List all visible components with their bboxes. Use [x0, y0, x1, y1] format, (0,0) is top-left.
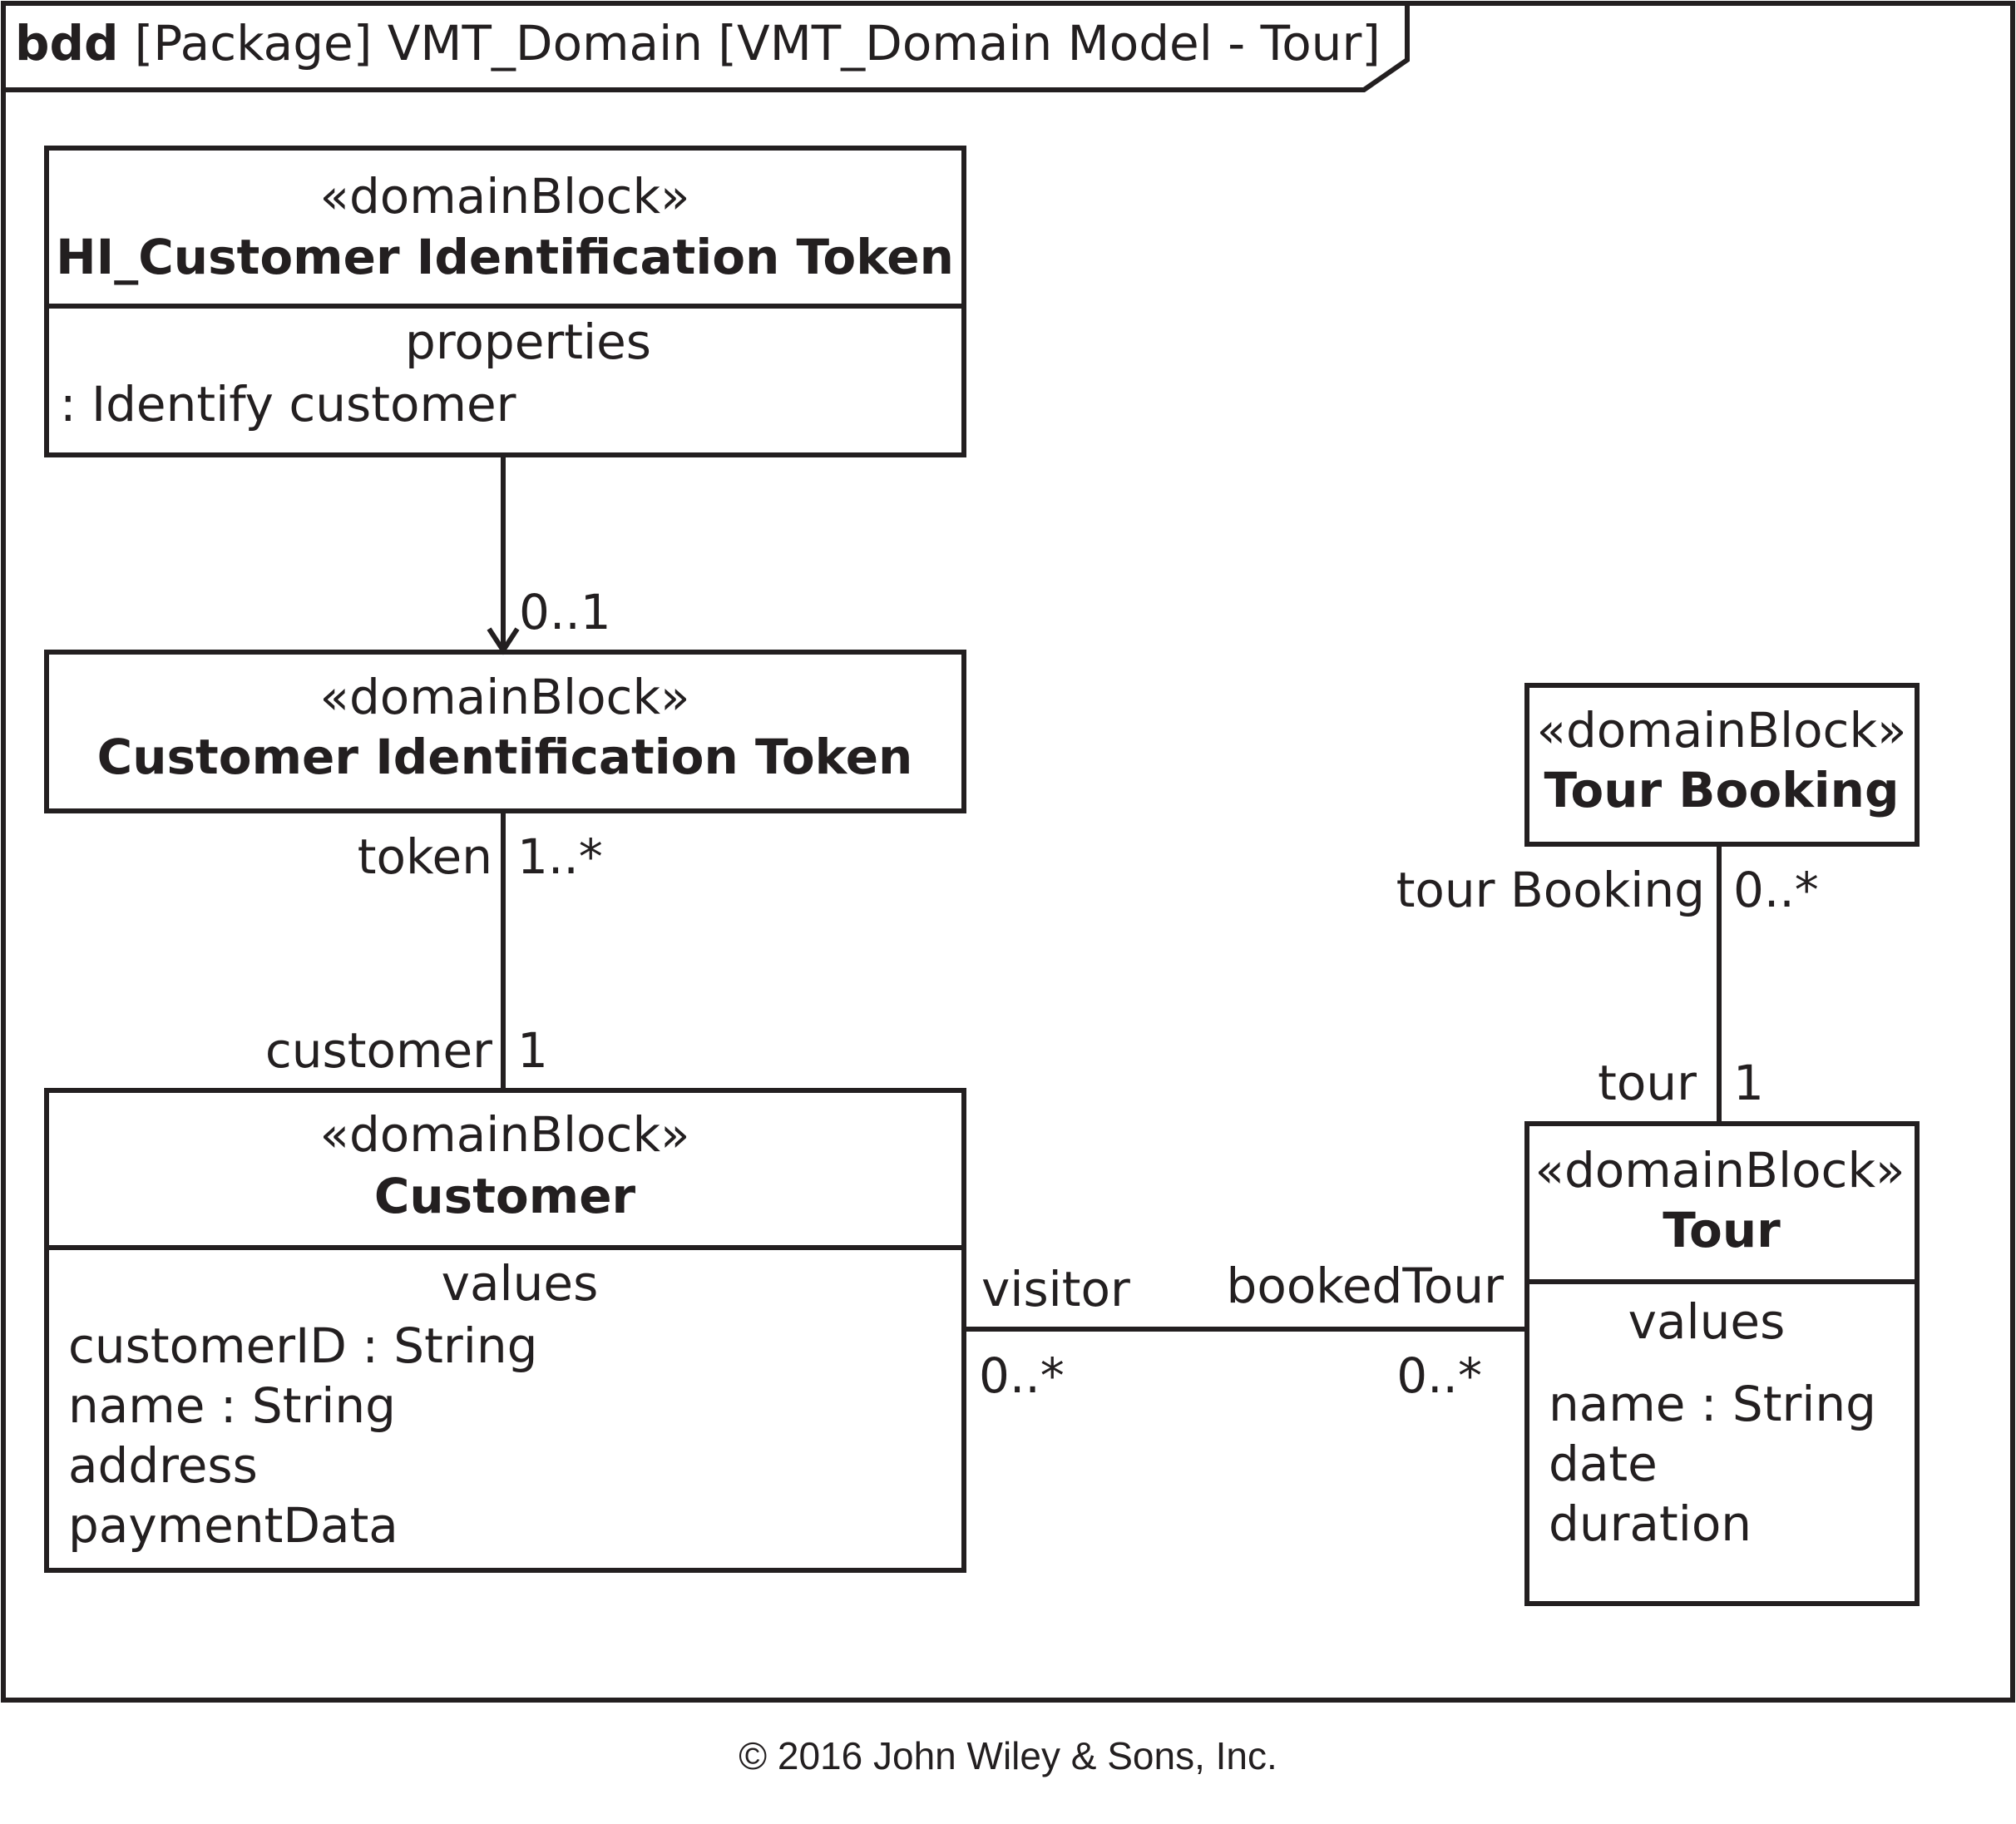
block-hi-customer-identification-token[interactable]: «domainBlock» HI_Customer Identification…: [44, 146, 966, 457]
customer-compartment-title: values: [442, 1255, 599, 1312]
token-name: Customer Identification Token: [97, 729, 913, 785]
hi-token-name: HI_Customer Identification Token: [56, 229, 954, 285]
association-hi-token-to-token[interactable]: 0..1: [487, 455, 611, 655]
customer-value: address: [68, 1437, 258, 1494]
copyright-notice: © 2016 John Wiley & Sons, Inc.: [739, 1734, 1277, 1777]
role-label: customer: [265, 1022, 492, 1079]
tour-booking-box: [1524, 683, 1920, 847]
association-customer-tour[interactable]: visitor 0..* bookedTour 0..*: [964, 1258, 1527, 1404]
multiplicity-label: 0..*: [1733, 862, 1819, 918]
customer-name: Customer: [374, 1168, 636, 1224]
hi-token-box: [44, 146, 966, 457]
role-label: visitor: [981, 1261, 1130, 1317]
block-tour-booking[interactable]: «domainBlock» Tour Booking: [1524, 683, 1920, 847]
multiplicity-label: 1: [1733, 1055, 1764, 1111]
block-customer[interactable]: «domainBlock» Customer values customerID…: [44, 1088, 966, 1573]
multiplicity-label: 0..*: [1396, 1347, 1482, 1404]
frame-title: [Package] VMT_Domain [VMT_Domain Model -…: [135, 15, 1381, 72]
tour-compartment-title: values: [1628, 1293, 1786, 1350]
tour-booking-stereotype: «domainBlock»: [1536, 702, 1906, 759]
multiplicity-label: 1..*: [517, 828, 603, 885]
customer-value: name : String: [68, 1377, 396, 1434]
role-label: tour Booking: [1396, 862, 1705, 918]
frame-title-tab: [3, 3, 1410, 92]
arrowhead-icon: [487, 627, 520, 655]
tour-name: Tour: [1663, 1202, 1781, 1258]
customer-value: paymentData: [68, 1497, 398, 1554]
customer-box: [44, 1088, 966, 1573]
block-customer-identification-token[interactable]: «domainBlock» Customer Identification To…: [44, 650, 966, 813]
token-box: [44, 650, 966, 813]
hi-token-compartment-title: properties: [405, 314, 651, 370]
customer-stereotype: «domainBlock»: [319, 1106, 689, 1163]
association-token-customer[interactable]: token 1..* customer 1: [265, 811, 603, 1090]
tour-box: [1524, 1121, 1920, 1606]
role-label: bookedTour: [1227, 1258, 1505, 1314]
customer-value: customerID : String: [68, 1317, 537, 1374]
multiplicity-label: 0..1: [519, 584, 611, 640]
role-label: token: [358, 828, 492, 885]
tour-value: name : String: [1549, 1376, 1876, 1432]
block-tour[interactable]: «domainBlock» Tour values name : String …: [1524, 1121, 1920, 1606]
tour-value: duration: [1549, 1495, 1752, 1552]
multiplicity-label: 1: [517, 1022, 548, 1079]
multiplicity-label: 0..*: [979, 1347, 1065, 1404]
frame-keyword: bdd: [15, 15, 119, 72]
tour-value: date: [1549, 1436, 1658, 1492]
role-label: tour: [1598, 1055, 1697, 1111]
frame-header: bdd [Package] VMT_Domain [VMT_Domain Mod…: [15, 15, 1381, 72]
token-stereotype: «domainBlock»: [319, 669, 689, 725]
tour-stereotype: «domainBlock»: [1534, 1142, 1905, 1199]
association-booking-tour[interactable]: tour Booking 0..* tour 1: [1396, 844, 1819, 1124]
hi-token-stereotype: «domainBlock»: [319, 168, 689, 225]
hi-token-property: : Identify customer: [60, 376, 516, 433]
tour-booking-name: Tour Booking: [1544, 762, 1900, 818]
